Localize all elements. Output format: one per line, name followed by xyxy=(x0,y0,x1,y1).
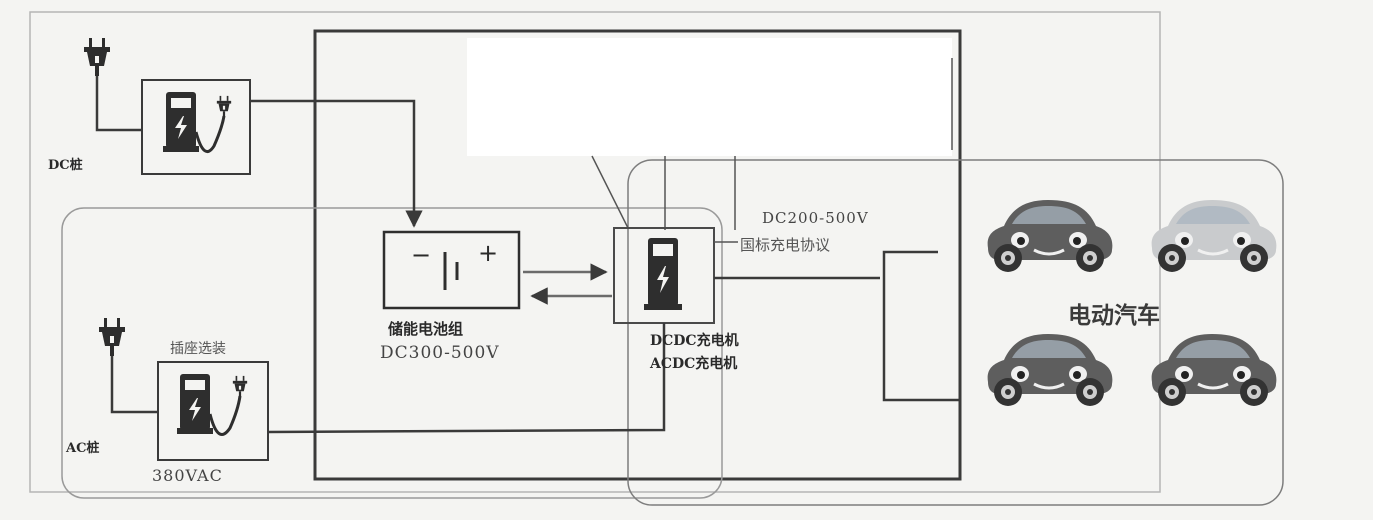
electric-car-icon xyxy=(1150,332,1278,408)
dc-pile-box xyxy=(141,79,251,175)
ac-voltage-label: 380VAC xyxy=(152,466,223,485)
charger-unit-icon xyxy=(644,238,682,310)
electric-car-icon xyxy=(986,332,1114,408)
storage-voltage-label: DC300-500V xyxy=(380,343,500,363)
dc-to-battery-arrow xyxy=(250,99,423,228)
charging-station-icon xyxy=(163,92,199,152)
dc-plug-cord xyxy=(95,76,142,132)
charging-station-icon xyxy=(177,374,213,434)
link-line xyxy=(591,155,629,229)
charger-cable xyxy=(194,115,226,154)
protocol-label: 国标充电协议 xyxy=(740,236,831,254)
blank-panel xyxy=(467,38,952,156)
vehicle-area-group xyxy=(627,159,1284,506)
car-bus-line xyxy=(882,250,960,402)
electric-car-icon xyxy=(986,198,1114,274)
output-voltage-label: DC200-500V xyxy=(762,209,869,227)
dc-pile-label: DC桩 xyxy=(48,158,83,173)
battery-minus: − xyxy=(411,241,432,269)
ac-pile-label: AC桩 xyxy=(66,441,100,456)
ac-area-group xyxy=(61,207,723,499)
charger-cable xyxy=(208,395,242,436)
nozzle-plug-icon xyxy=(216,95,232,117)
ac-pile-plug-icon xyxy=(99,318,125,356)
system-box xyxy=(313,29,962,481)
ev-label: 电动汽车 xyxy=(1068,303,1160,329)
acdc-charger-label: ACDC充电机 xyxy=(650,356,738,372)
electric-car-icon xyxy=(1150,198,1278,274)
nozzle-plug-icon xyxy=(232,375,248,397)
battery-plus: + xyxy=(478,239,499,267)
dc-pile-plug-icon xyxy=(84,38,110,76)
ac-to-charger-line xyxy=(267,323,666,434)
storage-battery-label: 储能电池组 xyxy=(388,320,464,338)
dcdc-charger-label: DCDC充电机 xyxy=(650,333,739,349)
socket-optional-label: 插座选装 xyxy=(170,341,226,357)
ac-plug-cord xyxy=(110,356,158,414)
battery-box xyxy=(382,230,521,310)
ac-pile-box xyxy=(157,361,269,461)
